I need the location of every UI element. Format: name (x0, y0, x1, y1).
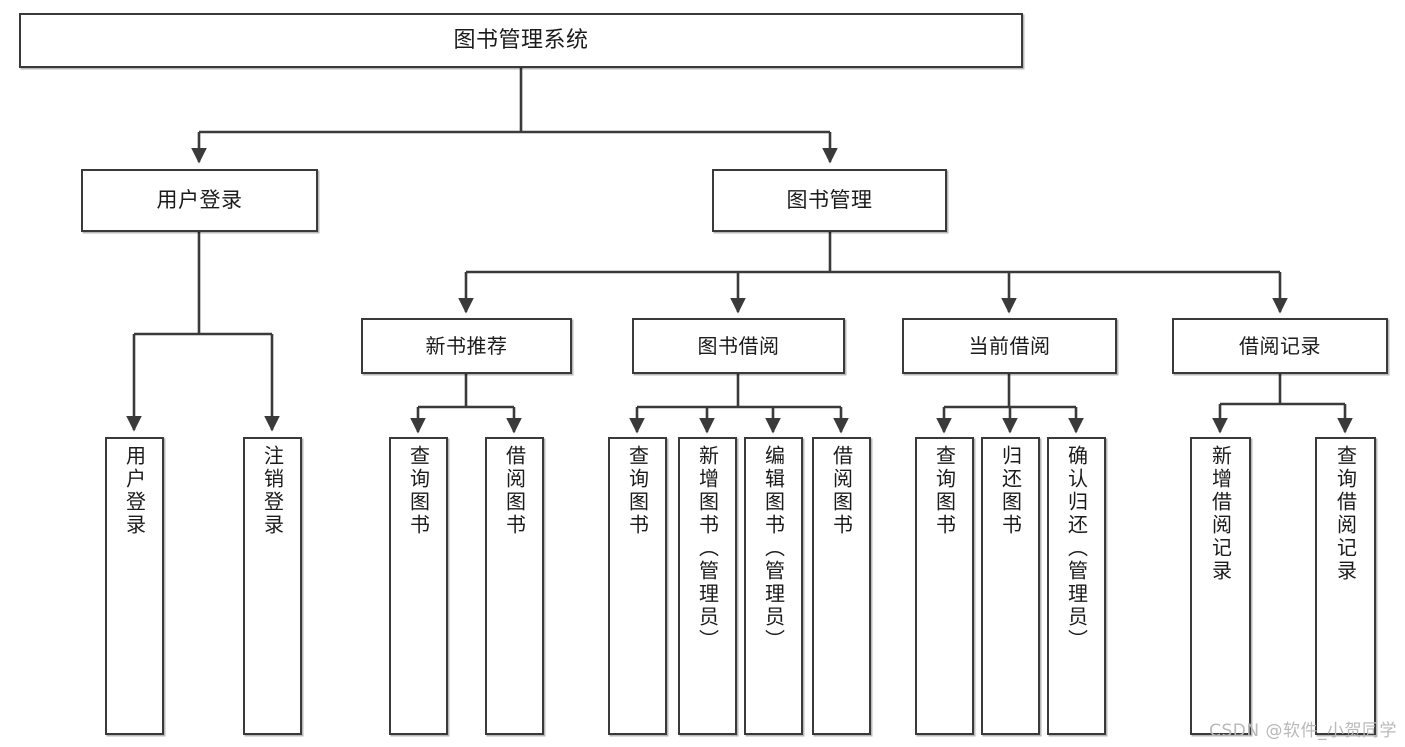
node-label: 图书借阅 (697, 333, 780, 358)
leaf-new-book-borrow[interactable]: 借阅图书 (485, 437, 544, 735)
leaf-book-borrow-borrow[interactable]: 借阅图书 (812, 437, 871, 735)
node-label: 查询图书 (932, 445, 957, 537)
node-current-borrow[interactable]: 当前借阅 (902, 318, 1117, 374)
node-label: 借阅图书 (502, 445, 527, 537)
node-user-login[interactable]: 用户登录 (81, 169, 318, 232)
watermark: CSDN @软件_小贺同学 (1209, 721, 1397, 741)
node-label: 注销登录 (260, 445, 285, 537)
node-label: 归还图书 (998, 445, 1023, 537)
node-label: 新增借阅记录 (1208, 445, 1233, 583)
leaf-borrow-record-query[interactable]: 查询借阅记录 (1315, 437, 1376, 735)
node-borrow-record[interactable]: 借阅记录 (1172, 318, 1388, 374)
leaf-current-borrow-return[interactable]: 归还图书 (981, 437, 1040, 735)
leaf-user-login-login[interactable]: 用户登录 (105, 437, 164, 735)
leaf-current-borrow-query[interactable]: 查询图书 (915, 437, 974, 735)
leaf-current-borrow-confirm-return[interactable]: 确认归还（管理员） (1047, 437, 1106, 735)
node-label: 查询图书 (625, 445, 650, 537)
leaf-book-borrow-query[interactable]: 查询图书 (608, 437, 667, 735)
leaf-borrow-record-add[interactable]: 新增借阅记录 (1190, 437, 1251, 735)
node-label: 当前借阅 (968, 333, 1051, 358)
node-label: 新增图书（管理员） (695, 445, 720, 652)
leaf-new-book-query[interactable]: 查询图书 (389, 437, 448, 735)
leaf-book-borrow-edit[interactable]: 编辑图书（管理员） (744, 437, 803, 735)
node-label: 图书管理 (786, 188, 873, 213)
node-label: 借阅图书 (829, 445, 854, 537)
node-label: 借阅记录 (1239, 333, 1321, 358)
node-book-borrow[interactable]: 图书借阅 (632, 318, 845, 374)
node-label: 用户登录 (122, 445, 147, 537)
node-new-book-recommend[interactable]: 新书推荐 (361, 318, 572, 374)
node-label: 查询图书 (406, 445, 431, 537)
node-label: 用户登录 (156, 188, 243, 213)
node-label: 新书推荐 (425, 333, 508, 358)
node-label: 编辑图书（管理员） (761, 445, 786, 652)
node-label: 图书管理系统 (453, 27, 589, 53)
leaf-user-login-logout[interactable]: 注销登录 (243, 437, 302, 735)
node-label: 确认归还（管理员） (1064, 445, 1089, 652)
node-label: 查询借阅记录 (1333, 445, 1358, 583)
node-root-library-system[interactable]: 图书管理系统 (19, 13, 1023, 68)
node-book-management[interactable]: 图书管理 (712, 169, 947, 232)
leaf-book-borrow-add[interactable]: 新增图书（管理员） (678, 437, 737, 735)
